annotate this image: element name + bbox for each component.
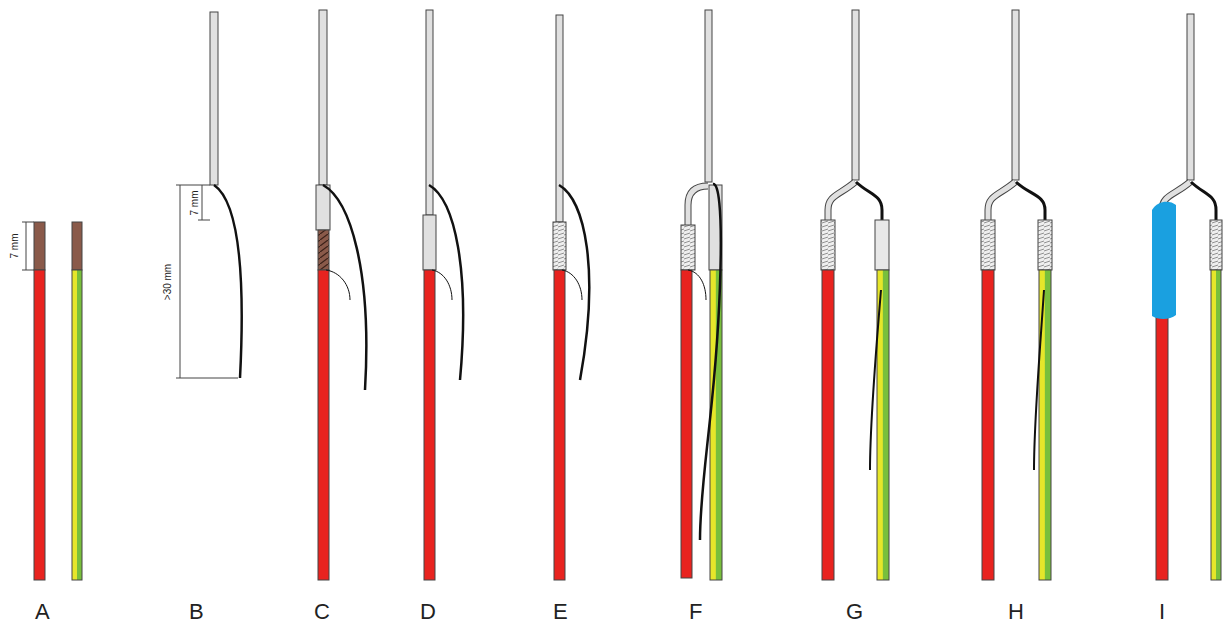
step-letter: B: [189, 601, 204, 623]
dimension-label: 7 mm: [10, 233, 20, 260]
step-letter: F: [689, 601, 702, 623]
step-letter: D: [420, 601, 436, 623]
dimension-label: >30 mm: [163, 263, 173, 301]
step-letter: I: [1159, 601, 1165, 623]
dimension-label: 7 mm: [190, 190, 200, 217]
step-letter: G: [846, 601, 863, 623]
step-letter: A: [35, 601, 50, 623]
step-letter: C: [314, 601, 330, 623]
step-letter: E: [553, 601, 568, 623]
step-letter: H: [1008, 601, 1024, 623]
